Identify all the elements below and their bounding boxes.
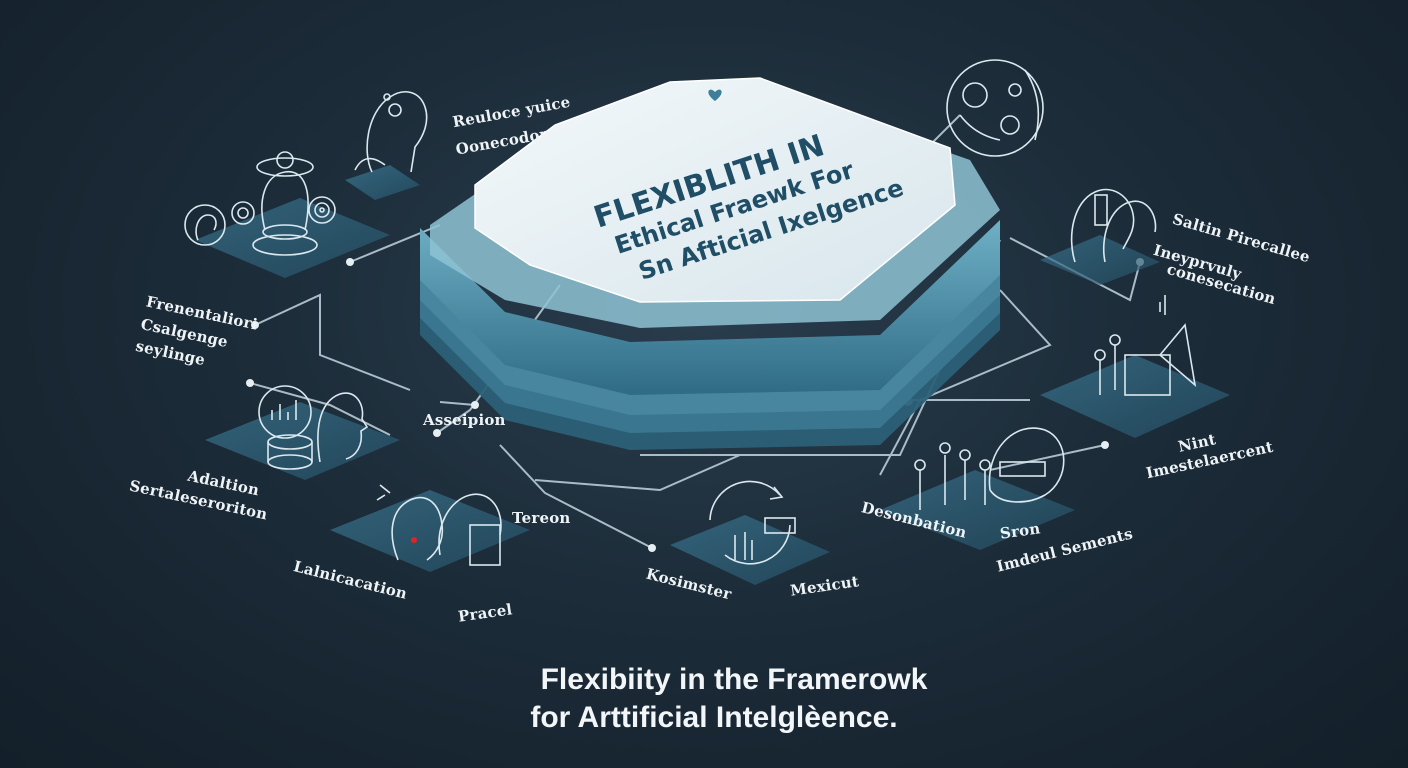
platform-bottom-left bbox=[330, 490, 530, 572]
faces-group-icon bbox=[376, 484, 502, 566]
people-group-icon bbox=[914, 442, 991, 510]
brain-sphere-icon bbox=[946, 59, 1044, 157]
chart-device-icon bbox=[258, 385, 313, 470]
face-profile-icon bbox=[317, 392, 369, 463]
workstation-figures-icon bbox=[1094, 295, 1197, 396]
platform-top-left-a bbox=[345, 165, 420, 200]
heart-icon bbox=[708, 89, 722, 101]
platform-left-mid bbox=[205, 402, 400, 480]
caption-line2: for Arttificial Intelglèence. bbox=[530, 701, 898, 734]
gear-icon bbox=[231, 201, 255, 225]
platform-right-top bbox=[1040, 235, 1160, 285]
globe-icon bbox=[988, 427, 1065, 503]
heads-pair-icon bbox=[1070, 188, 1157, 263]
circular-arrows-icon bbox=[709, 480, 796, 565]
icons bbox=[184, 59, 1197, 566]
platform-bottom-right bbox=[880, 470, 1075, 550]
platform-bottom-center bbox=[670, 515, 830, 585]
caption-line1: Flexibiity in the Framerowk bbox=[540, 663, 928, 696]
face-circle-icon bbox=[184, 204, 226, 246]
head-profile-icon bbox=[354, 91, 428, 173]
central-slab: FLEXIBLITH IN Ethical Fraewk For Sn Afti… bbox=[420, 77, 1000, 450]
slab-top-face bbox=[474, 77, 956, 303]
label-tereon: Tereon bbox=[512, 509, 571, 527]
label-assption: Asseipion bbox=[423, 411, 506, 429]
hologram-head-icon bbox=[252, 151, 318, 256]
target-icon bbox=[308, 196, 336, 224]
platforms bbox=[195, 165, 1230, 585]
platform-right-mid bbox=[1040, 355, 1230, 438]
